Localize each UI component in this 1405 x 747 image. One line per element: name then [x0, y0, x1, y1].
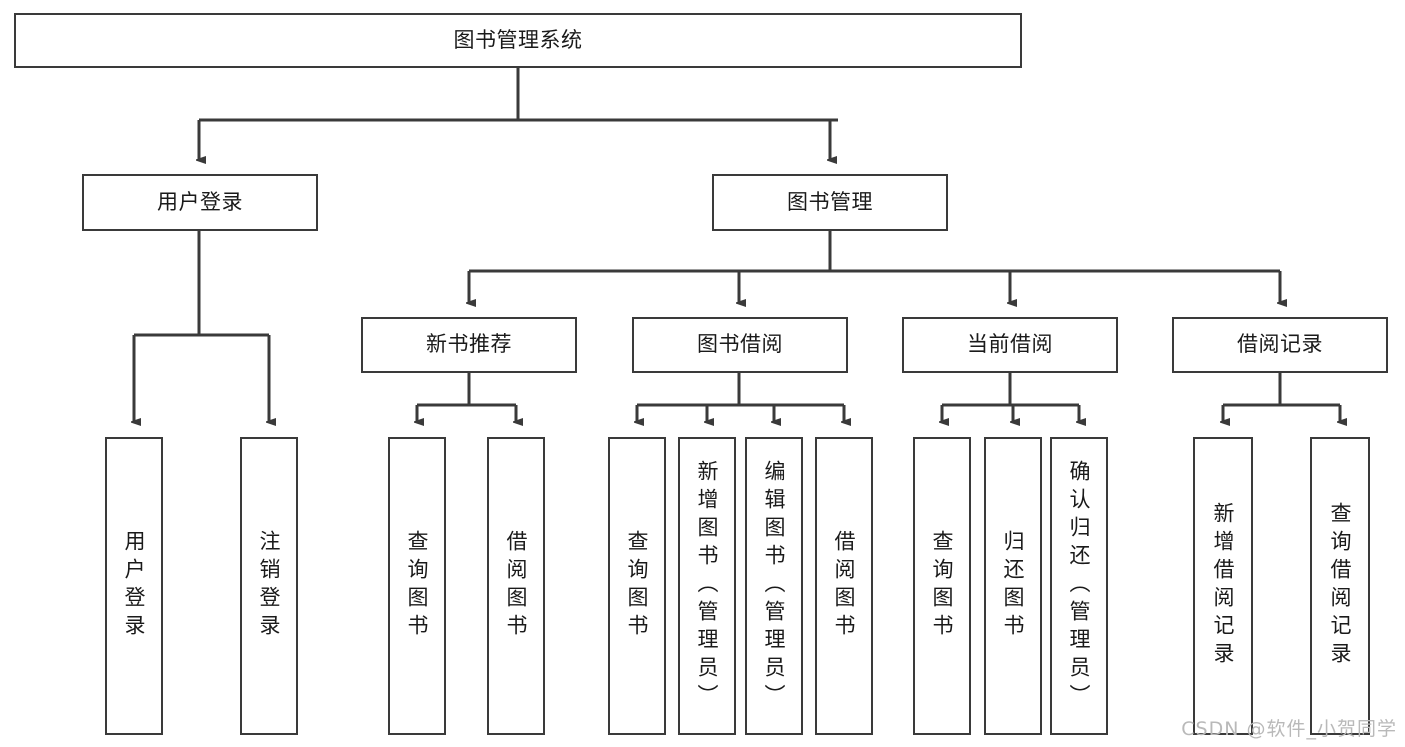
- leaf-nbr-borrow-book[interactable]: 借阅图书: [487, 437, 545, 735]
- leaf-bb-edit-book-label: 编辑图书（管理员）: [762, 460, 787, 712]
- node-user-login-label: 用户登录: [157, 189, 243, 214]
- leaf-br-query-record-label: 查询借阅记录: [1328, 502, 1353, 670]
- node-current-borrow[interactable]: 当前借阅: [902, 317, 1118, 373]
- node-new-book-recommend-label: 新书推荐: [426, 332, 512, 357]
- node-book-management[interactable]: 图书管理: [712, 174, 948, 231]
- node-book-borrow[interactable]: 图书借阅: [632, 317, 848, 373]
- node-book-management-label: 图书管理: [787, 189, 873, 214]
- node-borrow-record[interactable]: 借阅记录: [1172, 317, 1388, 373]
- leaf-bb-edit-book[interactable]: 编辑图书（管理员）: [745, 437, 803, 735]
- leaf-cb-query-book[interactable]: 查询图书: [913, 437, 971, 735]
- leaf-cb-query-book-label: 查询图书: [930, 530, 955, 642]
- leaf-bb-borrow-book-label: 借阅图书: [832, 530, 857, 642]
- leaf-bb-add-book[interactable]: 新增图书（管理员）: [678, 437, 736, 735]
- leaf-cb-confirm-return[interactable]: 确认归还（管理员）: [1050, 437, 1108, 735]
- csdn-watermark: CSDN @软件_小贺同学: [1181, 718, 1397, 740]
- leaf-cb-confirm-return-label: 确认归还（管理员）: [1067, 460, 1092, 712]
- leaf-br-add-record[interactable]: 新增借阅记录: [1193, 437, 1253, 735]
- node-borrow-record-label: 借阅记录: [1237, 332, 1323, 357]
- leaf-nbr-borrow-book-label: 借阅图书: [504, 530, 529, 642]
- leaf-user-login-label: 用户登录: [122, 530, 147, 642]
- leaf-logout[interactable]: 注销登录: [240, 437, 298, 735]
- leaf-br-query-record[interactable]: 查询借阅记录: [1310, 437, 1370, 735]
- leaf-logout-label: 注销登录: [257, 530, 282, 642]
- node-new-book-recommend[interactable]: 新书推荐: [361, 317, 577, 373]
- leaf-cb-return-book[interactable]: 归还图书: [984, 437, 1042, 735]
- leaf-cb-return-book-label: 归还图书: [1001, 530, 1026, 642]
- node-root-label: 图书管理系统: [453, 27, 583, 52]
- node-current-borrow-label: 当前借阅: [967, 332, 1053, 357]
- node-user-login[interactable]: 用户登录: [82, 174, 318, 231]
- leaf-bb-query-book[interactable]: 查询图书: [608, 437, 666, 735]
- node-book-borrow-label: 图书借阅: [697, 332, 783, 357]
- leaf-br-add-record-label: 新增借阅记录: [1211, 502, 1236, 670]
- leaf-bb-query-book-label: 查询图书: [625, 530, 650, 642]
- node-root[interactable]: 图书管理系统: [14, 13, 1022, 68]
- leaf-user-login[interactable]: 用户登录: [105, 437, 163, 735]
- leaf-nbr-query-book-label: 查询图书: [405, 530, 430, 642]
- leaf-nbr-query-book[interactable]: 查询图书: [388, 437, 446, 735]
- leaf-bb-borrow-book[interactable]: 借阅图书: [815, 437, 873, 735]
- leaf-bb-add-book-label: 新增图书（管理员）: [695, 460, 720, 712]
